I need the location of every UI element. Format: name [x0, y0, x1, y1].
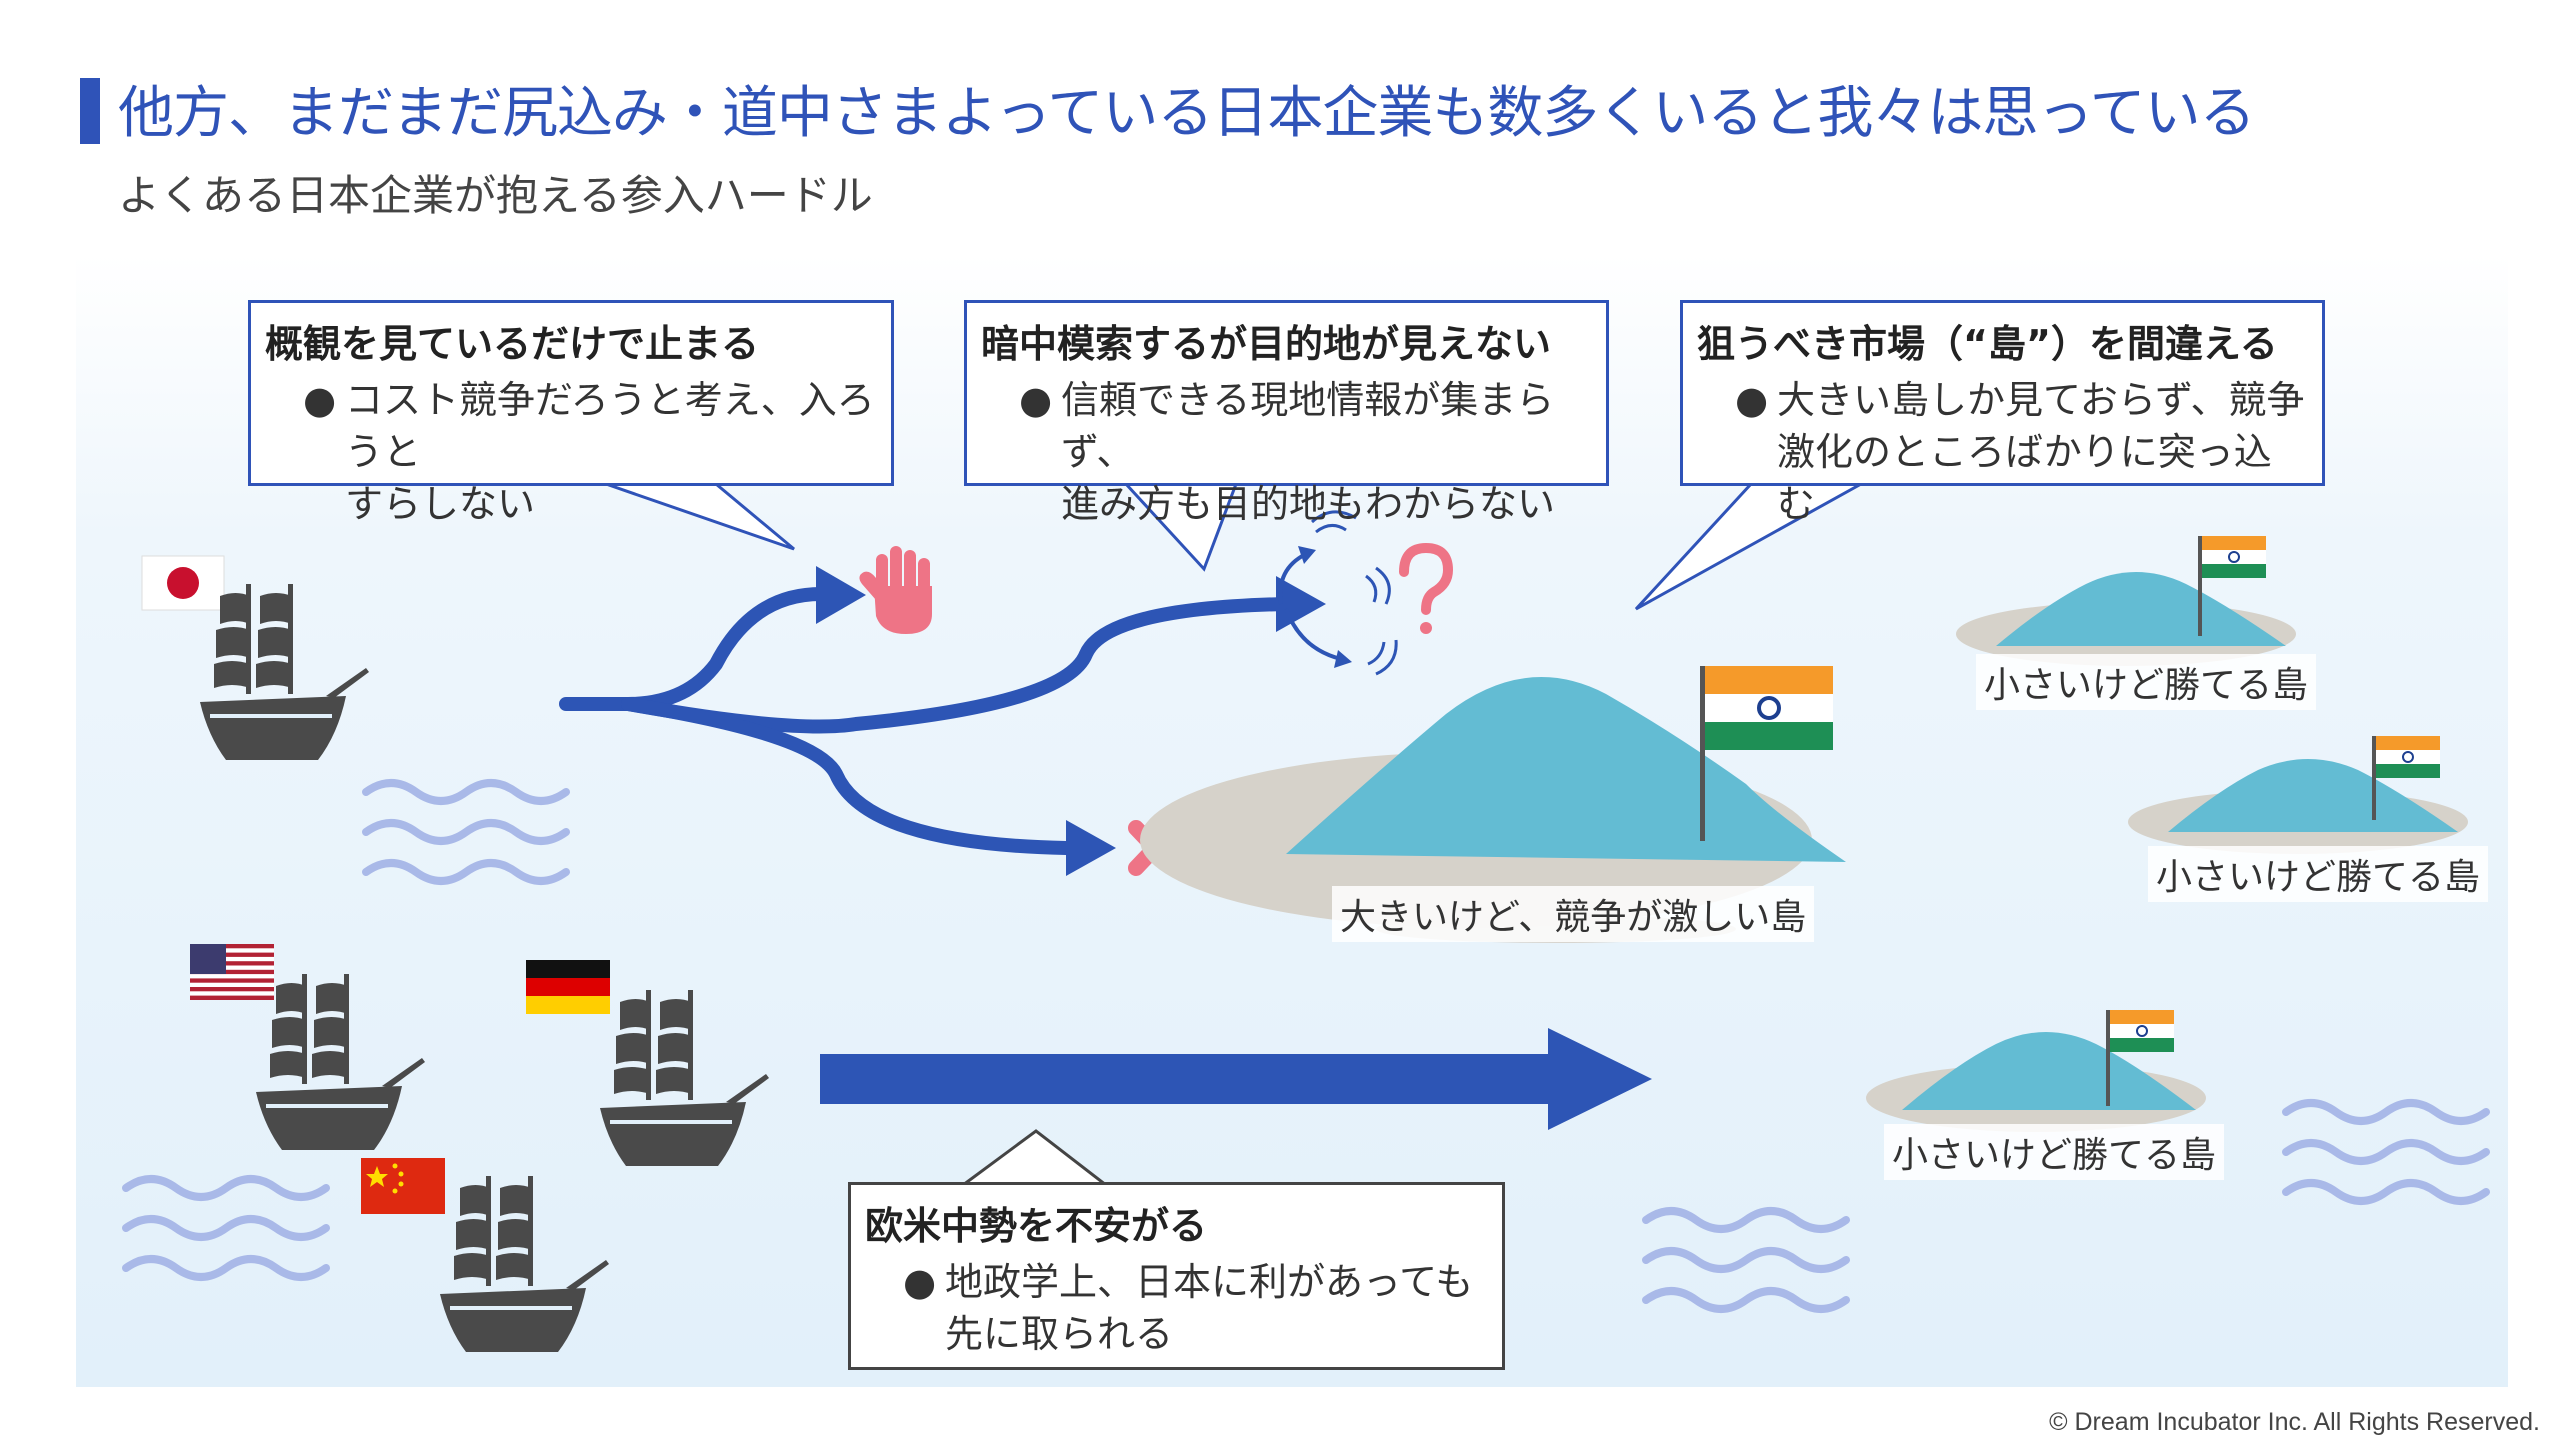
- waves-icon: [2286, 1103, 2486, 1201]
- waves-icon: [1646, 1211, 1846, 1309]
- callout-line: 進み方も目的地もわからない: [1061, 482, 1556, 526]
- callout-title: 暗中模索するが目的地が見えない: [981, 322, 1552, 366]
- germany-flag-icon: [526, 960, 610, 1014]
- arrow-head-stop: [816, 566, 866, 624]
- india-flag-icon: [2109, 1009, 2175, 1053]
- callout-grope: 暗中模索するが目的地が見えない ● 信頼できる現地情報が集まらず、 進み方も目的…: [964, 300, 1609, 526]
- scene-graphics: [76, 482, 2508, 1352]
- callout-title: 欧米中勢を不安がる: [865, 1204, 1208, 1248]
- page-subtitle: よくある日本企業が抱える参入ハードル: [118, 171, 873, 220]
- bullet: ●: [1019, 378, 1053, 422]
- callout-title: 概観を見ているだけで止まる: [265, 322, 760, 366]
- callout-body: ● 地政学上、日本に利があっても 先に取られる: [865, 1256, 1488, 1360]
- callout-line: 信頼できる現地情報が集まらず、: [1061, 378, 1555, 474]
- japan-ship-icon: [200, 584, 369, 760]
- japan-route-arrows: [559, 587, 1293, 855]
- waves-icon: [126, 1179, 326, 1277]
- callout-line: 地政学上、日本に利があっても: [945, 1260, 1474, 1304]
- copyright-footer: © Dream Incubator Inc. All Rights Reserv…: [2049, 1408, 2540, 1436]
- callout-tail-west: [958, 1129, 1111, 1187]
- callout-line: 大きい島しか見ておらず、競争: [1777, 378, 2305, 422]
- callout-stop: 概観を見ているだけで止まる ● コスト競争だろうと考え、入ろうと すらしない: [248, 300, 894, 526]
- callout-line: コスト競争だろうと考え、入ろうと: [345, 378, 875, 474]
- waves-icon: [366, 783, 566, 881]
- india-flag-icon: [2375, 735, 2441, 779]
- small-island-2: [2128, 759, 2468, 854]
- bullet: ●: [303, 378, 337, 422]
- branching-arrows-icon: [1278, 510, 1398, 676]
- title-accent-bar: [80, 78, 100, 144]
- callout-wrong: 狙うべき市場（“島”）を間違える ● 大きい島しか見ておらず、競争 激化のところ…: [1680, 300, 2325, 526]
- small-island-label: 小さいけど勝てる島: [2148, 846, 2489, 902]
- callout-body: ● 信頼できる現地情報が集まらず、 進み方も目的地もわからない: [981, 374, 1592, 530]
- flag-pole: [1700, 666, 1705, 841]
- arrow-head-cross: [1066, 820, 1116, 876]
- india-flag-icon: [1703, 664, 1835, 752]
- china-flag-icon: [361, 1158, 445, 1214]
- callout-west: 欧米中勢を不安がる ● 地政学上、日本に利があっても 先に取られる: [848, 1182, 1505, 1370]
- arrow-head-question: [1276, 576, 1326, 632]
- bullet: ●: [903, 1260, 937, 1304]
- big-island-label: 大きいけど、競争が激しい島: [1332, 886, 1815, 942]
- callout-line: 激化のところばかりに突っ込む: [1777, 430, 2272, 526]
- callout-line: すらしない: [345, 482, 536, 526]
- callout-body: ● 大きい島しか見ておらず、競争 激化のところばかりに突っ込む: [1697, 374, 2308, 530]
- hand-stop-icon: [859, 546, 932, 634]
- small-island-1: [1956, 572, 2296, 666]
- small-island-label: 小さいけど勝てる島: [1976, 654, 2317, 710]
- india-flag-icon: [2201, 535, 2267, 579]
- germany-ship-icon: [600, 990, 769, 1166]
- small-island-label: 小さいけど勝てる島: [1884, 1124, 2225, 1180]
- usa-ship-icon: [256, 974, 425, 1150]
- bullet: ●: [1735, 378, 1769, 422]
- callout-body: ● コスト競争だろうと考え、入ろうと すらしない: [265, 374, 877, 530]
- page-title: 他方、まだまだ尻込み・道中さまよっている日本企業も数多くいると我々は思っている: [118, 81, 2256, 146]
- question-mark-icon: [1399, 542, 1454, 615]
- china-ship-icon: [440, 1176, 609, 1352]
- callout-line: 先に取られる: [945, 1312, 1174, 1356]
- japan-flag-icon: [141, 555, 225, 611]
- usa-flag-icon: [190, 944, 274, 1000]
- callout-title: 狙うべき市場（“島”）を間違える: [1697, 322, 2278, 366]
- small-island-3: [1866, 1032, 2206, 1132]
- ocean-scene: 概観を見ているだけで止まる ● コスト競争だろうと考え、入ろうと すらしない 暗…: [76, 254, 2508, 1387]
- western-route-arrow-head: [1548, 1028, 1652, 1130]
- western-route-arrow: [820, 1054, 1550, 1104]
